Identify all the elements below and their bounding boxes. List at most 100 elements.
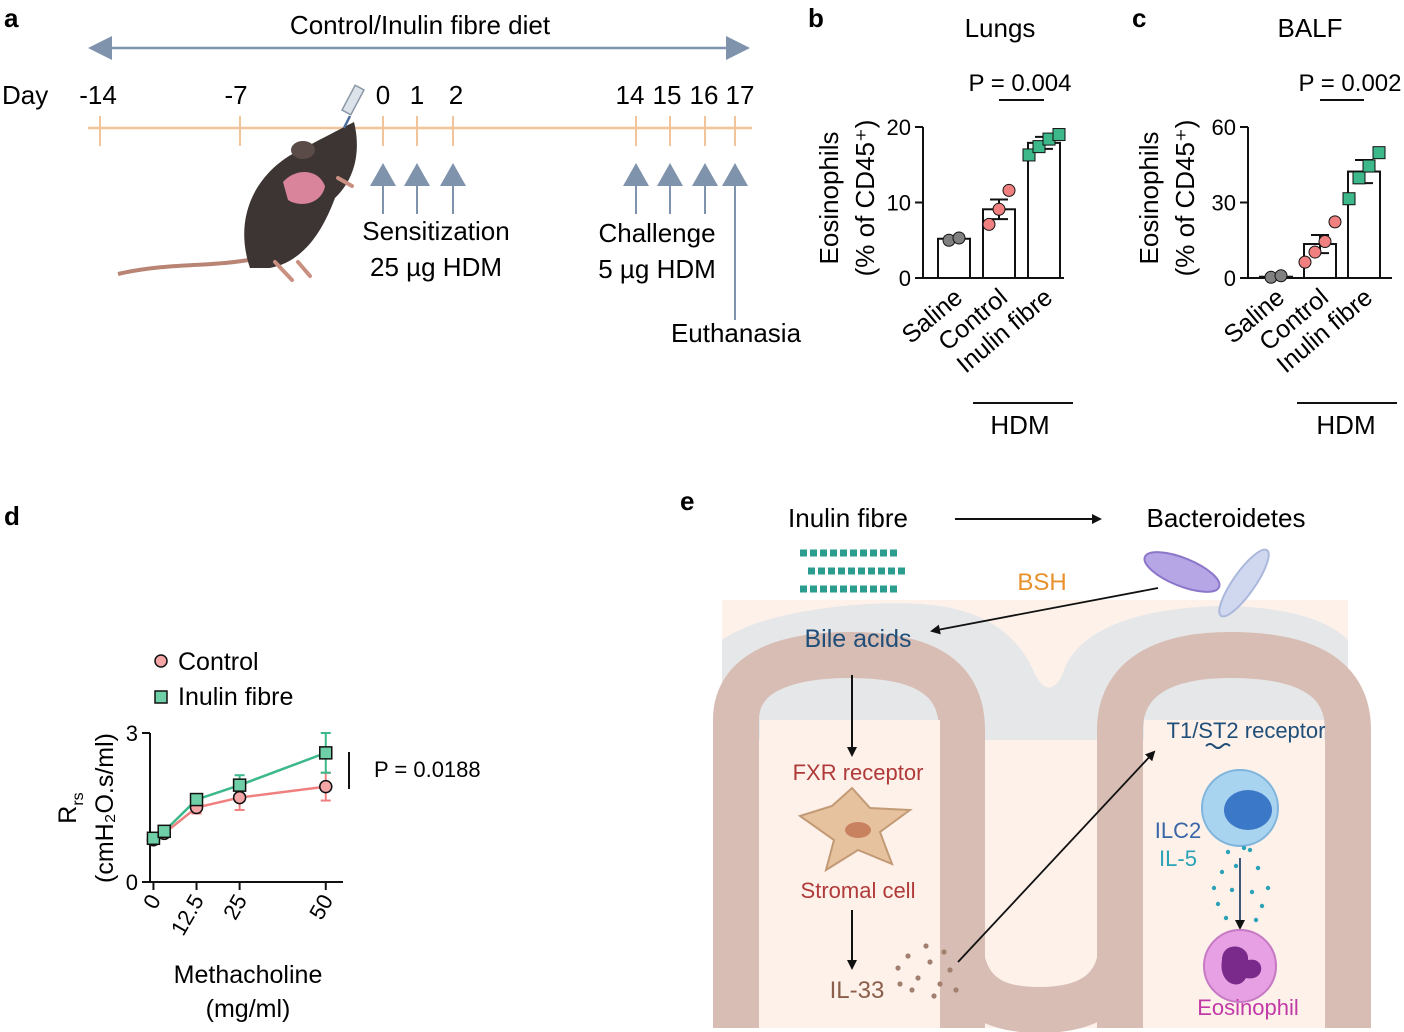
x-tick-label: 0 bbox=[138, 890, 166, 913]
epithelium-left bbox=[713, 631, 985, 1028]
mouse-tail bbox=[117, 256, 261, 276]
chart-c-significance: P = 0.002 bbox=[1299, 70, 1402, 97]
legend-label-inulin: Inulin fibre bbox=[178, 683, 293, 711]
chart-c-ylabel-line2: (% of CD45⁺) bbox=[1170, 120, 1200, 277]
data-point bbox=[1318, 235, 1332, 249]
eosinophil-label: Eosinophil bbox=[1197, 995, 1299, 1020]
il33-particle bbox=[915, 975, 921, 981]
data-point bbox=[1052, 128, 1066, 142]
data-point bbox=[1022, 148, 1036, 162]
legend-marker-control bbox=[154, 654, 168, 668]
epithelium-crypt bbox=[939, 953, 1143, 1032]
day-label: 0 bbox=[376, 80, 390, 110]
day-label: -14 bbox=[79, 80, 117, 110]
il5-particle bbox=[1225, 849, 1231, 855]
sensitization-arrows bbox=[370, 163, 466, 214]
data-point bbox=[146, 831, 161, 846]
data-point bbox=[992, 202, 1006, 216]
data-point bbox=[1308, 245, 1322, 259]
il5-particle bbox=[1253, 917, 1259, 923]
arrow-day-14 bbox=[623, 163, 649, 186]
chart-d-ylabel: Rrs (cmH₂O.s/ml) bbox=[54, 733, 119, 883]
chart-b-significance: P = 0.004 bbox=[969, 70, 1072, 97]
data-point bbox=[319, 779, 333, 794]
bsh-label: BSH bbox=[1017, 569, 1066, 596]
inulin-fibre-label: Inulin fibre bbox=[788, 503, 908, 533]
challenge-arrows bbox=[623, 163, 748, 320]
data-point bbox=[1032, 140, 1046, 154]
il5-particle bbox=[1233, 863, 1239, 869]
mouse-lungs bbox=[283, 171, 325, 204]
y-tick-label: 0 bbox=[899, 266, 911, 291]
y-tick-label: 10 bbox=[887, 191, 911, 216]
bar bbox=[937, 237, 971, 280]
receptor-icon bbox=[1205, 743, 1231, 749]
diet-arrow-right-head bbox=[726, 36, 750, 60]
il33-particle bbox=[931, 993, 937, 999]
data-point bbox=[232, 790, 247, 805]
panel-d: d Control Inulin fibre Rrs (cmH₂O.s/ml) … bbox=[4, 501, 481, 1023]
day-label: -7 bbox=[224, 80, 247, 110]
y-tick-label: 0 bbox=[1224, 266, 1236, 291]
data-point bbox=[982, 217, 996, 231]
chart-d-ylabel-main: Rrs bbox=[54, 792, 87, 823]
arrow-day-16 bbox=[692, 163, 718, 186]
chart-d-xlabel-line1: Methacholine bbox=[174, 961, 323, 989]
diet-arrow-left-head bbox=[88, 36, 112, 60]
bacteroidetes-label: Bacteroidetes bbox=[1147, 503, 1306, 533]
chart-b-ylabel-line2: (% of CD45⁺) bbox=[850, 120, 880, 277]
day-label: 1 bbox=[410, 80, 424, 110]
y-tick-label: 60 bbox=[1212, 115, 1236, 140]
pipette-tip bbox=[342, 115, 352, 129]
il33-particles bbox=[895, 943, 959, 999]
eosinophil-nucleus bbox=[1221, 946, 1262, 985]
diet-label: Control/Inulin fibre diet bbox=[290, 10, 551, 40]
y-tick-label: 3 bbox=[126, 721, 138, 746]
chart-b-group-label: HDM bbox=[990, 410, 1049, 440]
y-tick-label: 30 bbox=[1212, 191, 1236, 216]
euthanasia-label: Euthanasia bbox=[671, 318, 802, 348]
bar bbox=[1347, 170, 1381, 279]
fxr-receptor-label: FXR receptor bbox=[793, 760, 924, 785]
il33-particle bbox=[895, 965, 901, 971]
day-label: 14 bbox=[616, 80, 645, 110]
sensitization-dose: 25 µg HDM bbox=[370, 252, 502, 282]
il5-particle bbox=[1247, 847, 1253, 853]
chart-b-ylabel: Eosinophils (% of CD45⁺) bbox=[814, 120, 880, 277]
day-label: 17 bbox=[726, 80, 755, 110]
mouse-paws bbox=[273, 176, 354, 282]
arrow-day-2 bbox=[440, 163, 466, 186]
il33-to-receptor-arrow bbox=[957, 750, 1156, 963]
arrow-day-17 bbox=[722, 163, 748, 186]
challenge-label: Challenge bbox=[598, 218, 715, 248]
panel-c: c BALF Eosinophils (% of CD45⁺) 03060Sal… bbox=[1132, 3, 1401, 440]
mouse-illustration bbox=[117, 84, 366, 282]
bacterium-purple bbox=[1143, 551, 1221, 593]
arrow-day-1 bbox=[404, 163, 430, 186]
data-point bbox=[157, 824, 171, 839]
arrow-day-0 bbox=[370, 163, 396, 186]
data-point bbox=[319, 746, 333, 760]
il33-particle bbox=[909, 987, 915, 993]
bile-acids-label: Bile acids bbox=[805, 625, 912, 653]
stromal-cell-label: Stromal cell bbox=[801, 878, 916, 903]
pipette bbox=[340, 84, 366, 116]
il5-particle bbox=[1211, 885, 1217, 891]
data-point bbox=[1372, 146, 1386, 160]
data-point bbox=[1298, 255, 1312, 269]
day-label: 2 bbox=[449, 80, 463, 110]
panel-b: b Lungs Eosinophils (% of CD45⁺) 01020Sa… bbox=[808, 3, 1073, 440]
chart-d-ylabel-unit: (cmH₂O.s/ml) bbox=[91, 733, 119, 883]
bacterium-blue bbox=[1218, 548, 1270, 618]
panel-label-e: e bbox=[680, 486, 694, 516]
data-point bbox=[952, 231, 966, 245]
data-point bbox=[1328, 215, 1342, 229]
chart-d-significance: P = 0.0188 bbox=[374, 757, 481, 782]
il5-particle bbox=[1255, 865, 1261, 871]
mouse-ear bbox=[291, 141, 315, 159]
